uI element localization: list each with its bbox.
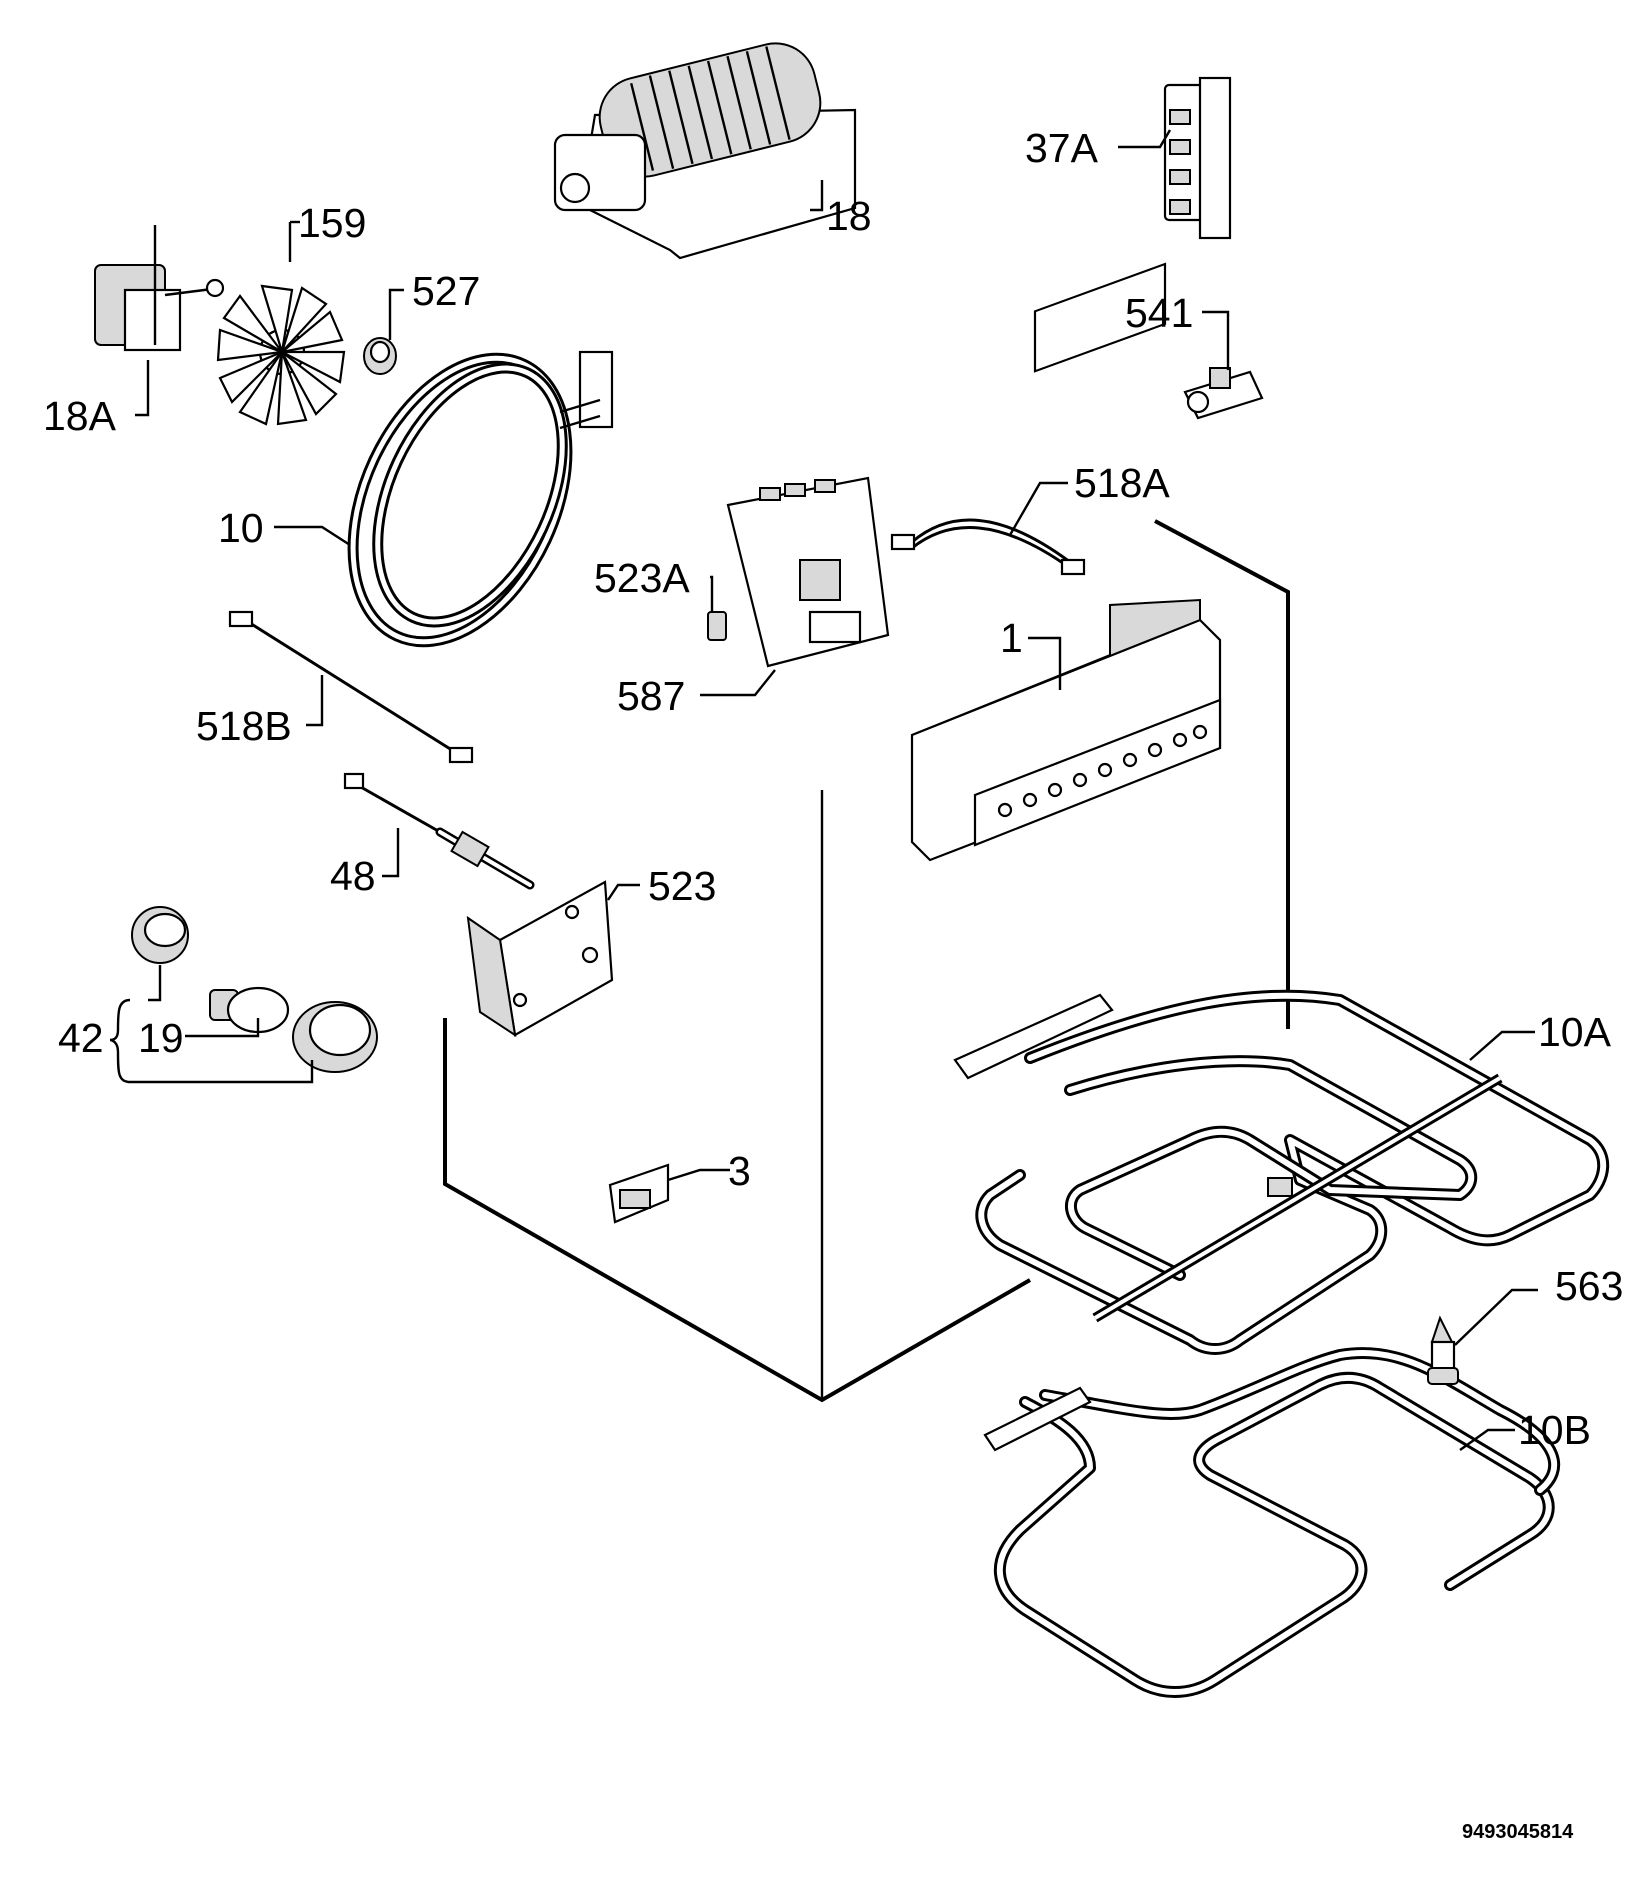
callout-523: 523 xyxy=(648,863,716,909)
oven-housing-outline xyxy=(443,519,1290,1403)
callout-leaders xyxy=(109,129,1538,1451)
circular-heating-element-part xyxy=(347,350,614,648)
diagram-code: 9493045814 xyxy=(1462,1821,1574,1843)
thermostat-part xyxy=(608,1163,670,1224)
callout-587: 587 xyxy=(617,673,685,719)
callout-3: 3 xyxy=(728,1148,751,1194)
control-panel-module-part xyxy=(910,262,1222,862)
callout-10: 10 xyxy=(218,505,264,551)
screw-part xyxy=(1427,1315,1459,1385)
callout-527: 527 xyxy=(412,268,480,314)
callout-18a: 18A xyxy=(43,393,117,439)
terminal-block-part xyxy=(1163,76,1232,240)
callout-18: 18 xyxy=(826,193,872,239)
callout-10b: 10B xyxy=(1518,1407,1591,1453)
lamp-assembly-part xyxy=(131,906,378,1073)
callout-42: 42 xyxy=(58,1015,104,1061)
top-grill-element-part xyxy=(953,989,1610,1355)
control-pcb-part xyxy=(726,476,890,668)
callout-159: 159 xyxy=(298,200,366,246)
callout-19: 19 xyxy=(138,1015,184,1061)
callout-37a: 37A xyxy=(1025,125,1099,171)
connector-part xyxy=(707,611,727,641)
temperature-sensor-part xyxy=(343,772,535,890)
switch-part xyxy=(1183,367,1264,420)
callout-541: 541 xyxy=(1125,290,1193,336)
callout-labels: 159 527 18 18A 37A 541 518A 10 523A 587 … xyxy=(43,125,1623,1453)
callout-48: 48 xyxy=(330,853,376,899)
callout-10a: 10A xyxy=(1538,1009,1612,1055)
callout-563: 563 xyxy=(1555,1263,1623,1309)
tangential-fan-part xyxy=(553,42,857,260)
harness-upper-part xyxy=(890,518,1086,576)
nut-part xyxy=(363,337,397,375)
callout-518b: 518B xyxy=(196,703,292,749)
callout-1: 1 xyxy=(1000,615,1023,661)
harness-lower-part xyxy=(228,610,474,764)
callout-518a: 518A xyxy=(1074,460,1170,506)
fan-motor-part xyxy=(94,225,225,352)
fan-impeller-part xyxy=(216,284,346,426)
callout-523a: 523A xyxy=(594,555,690,601)
bracket-part xyxy=(466,880,614,1038)
bottom-heating-element-part xyxy=(983,1347,1561,1698)
